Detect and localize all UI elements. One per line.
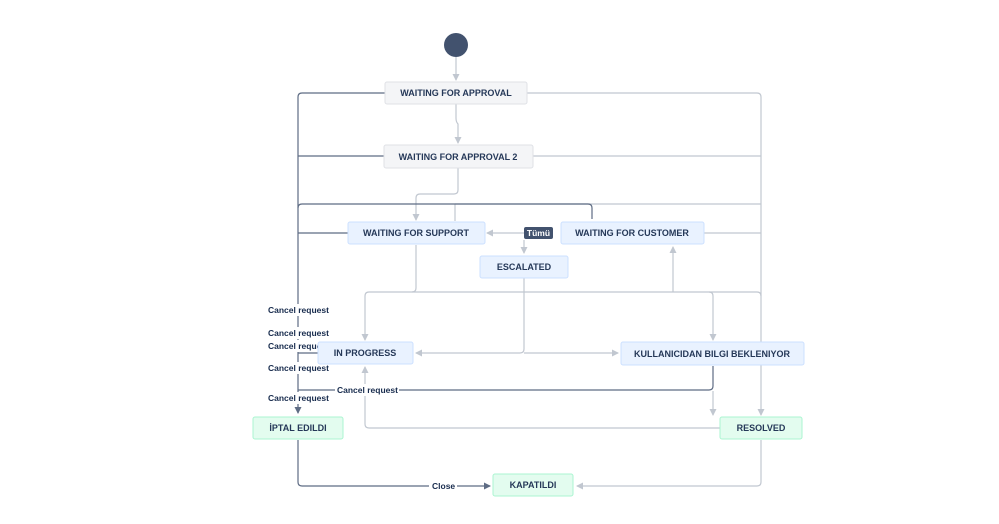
status-kullanicidan-bilgi-bekleniyor[interactable]: KULLANICIDAN BILGI BEKLENIYOR [620,341,805,366]
edge-close [297,440,491,490]
status-escalated[interactable]: ESCALATED [479,255,569,279]
cancel-request-label-2: Cancel request [268,328,329,338]
close-label: Close [432,481,455,491]
start-circle-icon [444,33,468,57]
edge-cancel-from-customer [297,203,593,219]
cancel-labels: Cancel request Cancel request Cancel req… [266,304,457,492]
status-label: WAITING FOR CUSTOMER [575,228,689,238]
status-label: İPTAL EDILDI [269,423,326,433]
status-label: WAITING FOR APPROVAL 2 [399,152,518,162]
dark-transitions [294,92,714,490]
badge-tumu[interactable]: Tümü [524,227,553,239]
cancel-request-label-1: Cancel request [268,305,329,315]
edge-bus-to-kullanicidan [412,291,717,341]
status-label: KULLANICIDAN BILGI BEKLENIYOR [634,349,790,359]
edge-resolved-to-inprogress [361,366,720,429]
cancel-request-label-4: Cancel request [268,363,329,373]
edge-cancel-from-approval [294,92,385,414]
cancel-request-label-3: Cancel request [268,341,329,351]
edge-escalated-to-inprogress [415,278,525,357]
status-label: KAPATILDI [510,480,557,490]
edge-support-to-inprogress [361,245,417,341]
cancel-request-label-6: Cancel request [268,393,329,403]
status-label: WAITING FOR SUPPORT [363,228,470,238]
status-resolved[interactable]: RESOLVED [719,416,803,440]
status-in-progress[interactable]: IN PROGRESS [317,341,414,365]
badge-tumu-label: Tümü [527,228,550,238]
status-waiting-for-customer[interactable]: WAITING FOR CUSTOMER [560,221,705,245]
status-label: ESCALATED [497,262,552,272]
status-waiting-for-support[interactable]: WAITING FOR SUPPORT [347,221,486,245]
status-iptal-edildi[interactable]: İPTAL EDILDI [252,416,344,440]
edge-approval-to-approval2 [454,104,462,144]
status-label: RESOLVED [737,423,786,433]
edge-cancel-from-kullanicidan [298,366,714,391]
edge-resolved-to-kapatildi [576,440,762,490]
status-waiting-for-approval-2[interactable]: WAITING FOR APPROVAL 2 [383,144,534,169]
status-label: IN PROGRESS [334,348,397,358]
edge-approval-to-resolved [527,92,765,416]
edge-bus-to-resolved [709,291,762,297]
cancel-request-label-5: Cancel request [337,385,398,395]
light-transitions [361,57,765,490]
status-label: WAITING FOR APPROVAL [400,88,512,98]
status-waiting-for-approval[interactable]: WAITING FOR APPROVAL [384,81,528,105]
edge-approval2-to-support [412,168,459,221]
status-kapatildi[interactable]: KAPATILDI [492,473,574,497]
